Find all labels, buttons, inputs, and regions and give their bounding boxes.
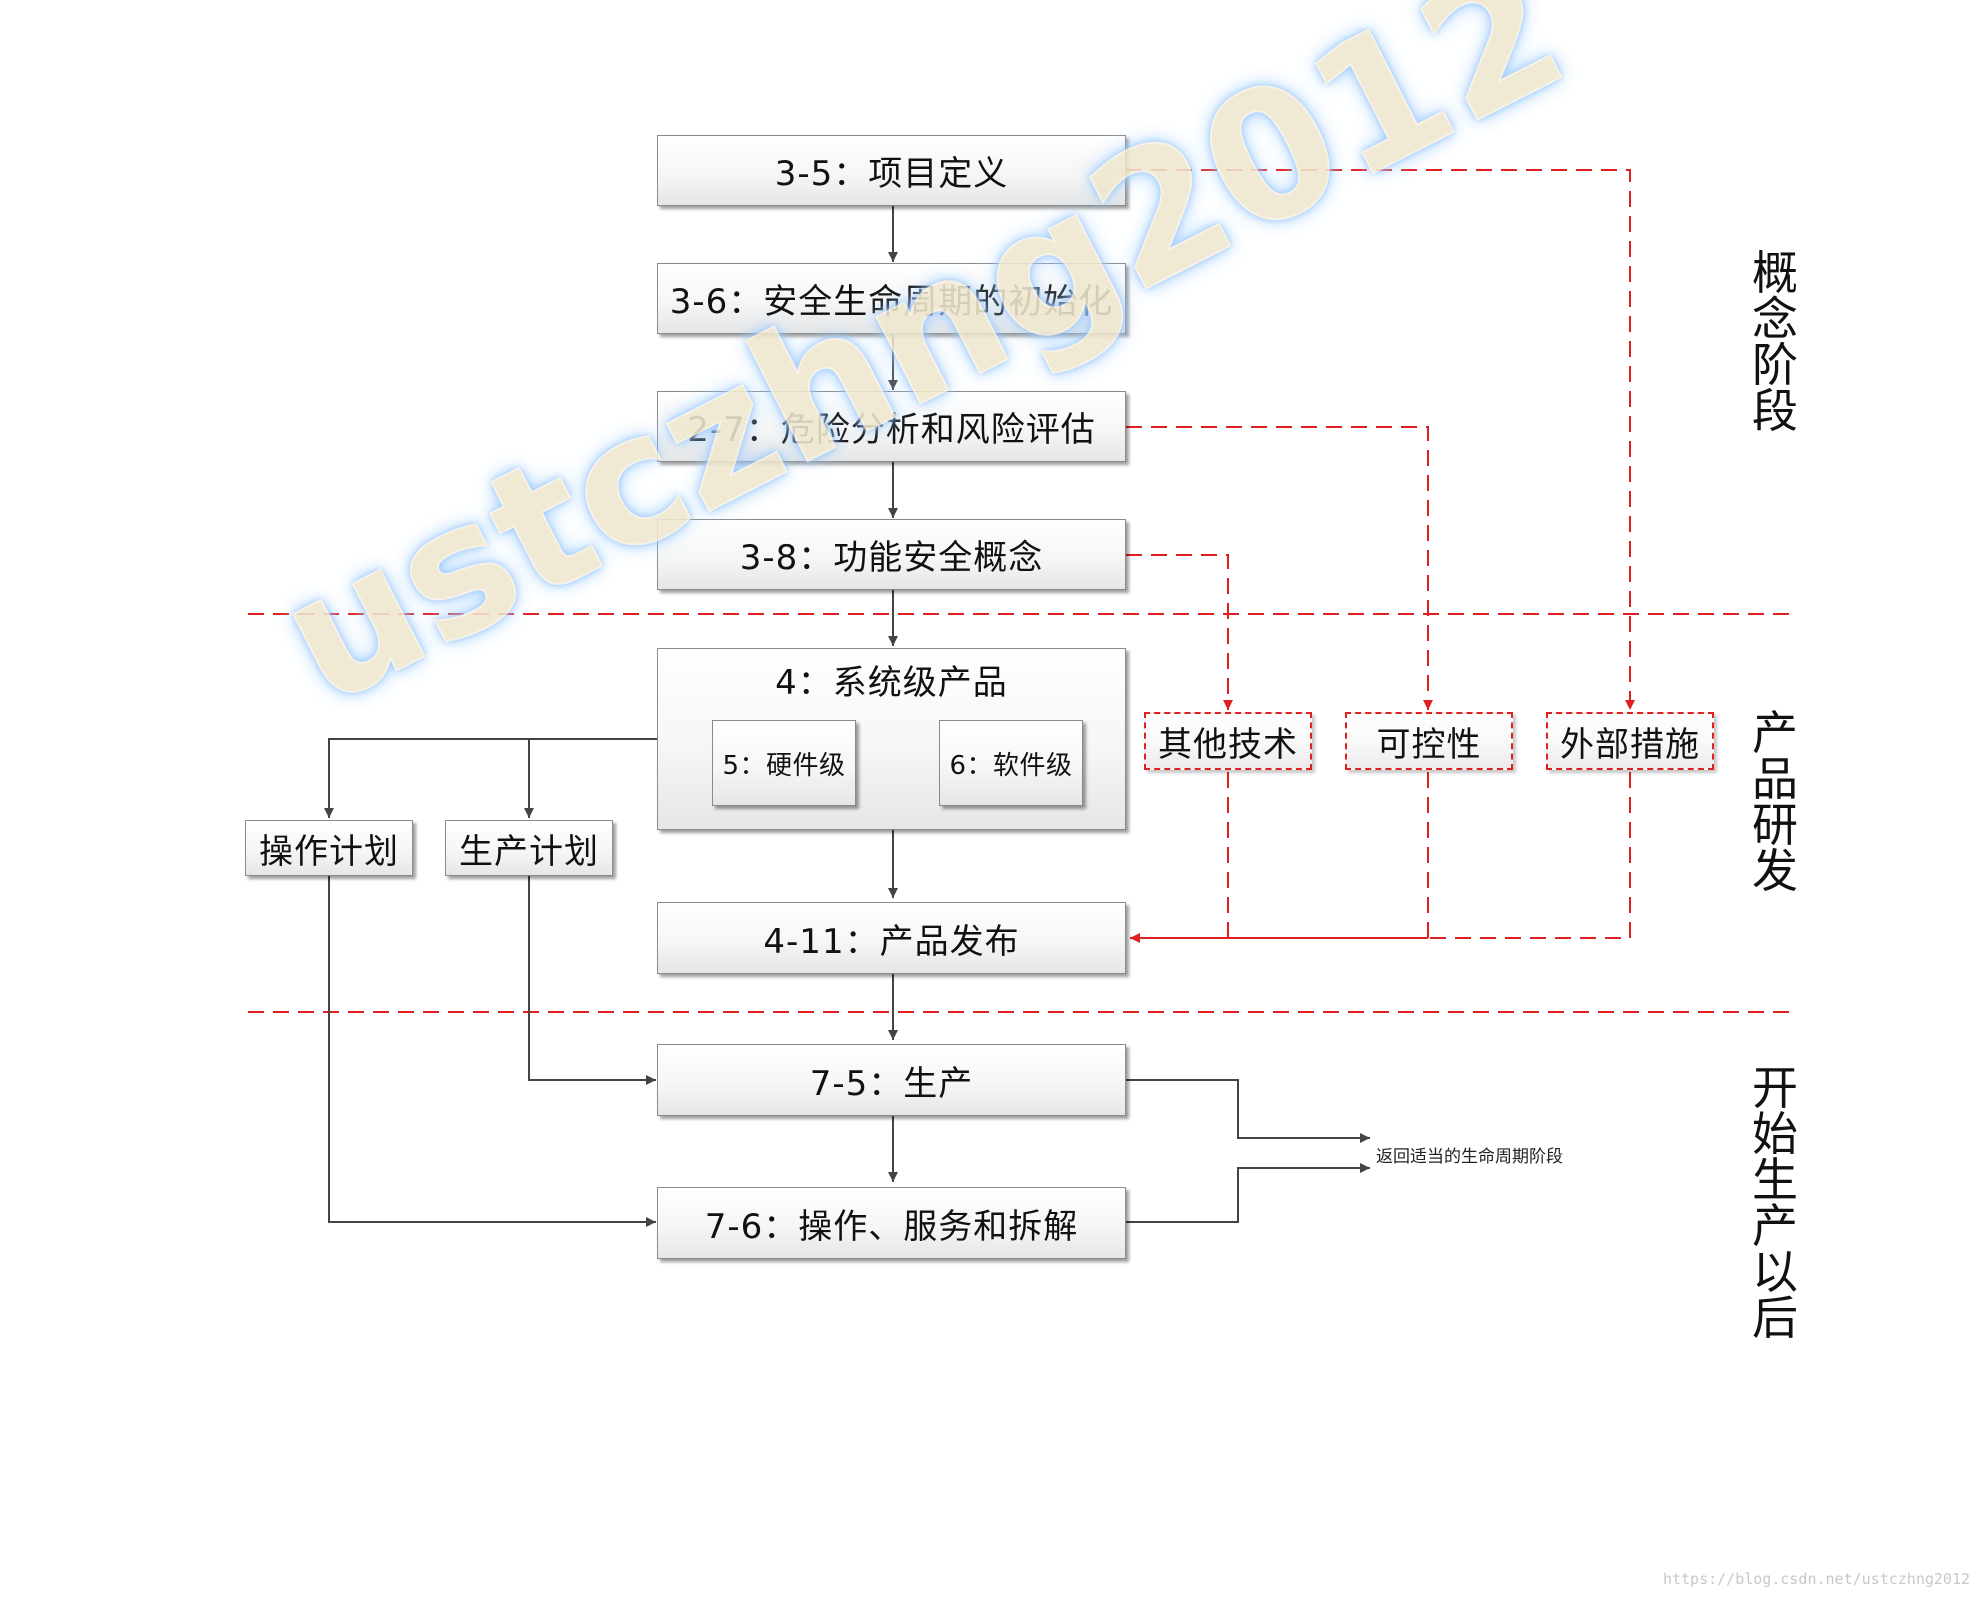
box-safety-lifecycle-init: 3-6：安全生命周期的初始化	[657, 263, 1126, 334]
box-operation-service: 7-6：操作、服务和拆解	[657, 1187, 1126, 1259]
box-external-measures: 外部措施	[1546, 712, 1714, 770]
phase-label-concept: 概念阶段	[1752, 246, 1798, 438]
link-concept-to-other-tech	[1126, 554, 1233, 710]
link-hazard-to-controllability	[1126, 426, 1433, 710]
system-level-product-label: 4：系统级产品	[775, 663, 1008, 703]
box-operation-plan: 操作计划	[245, 820, 413, 876]
box-controllability: 可控性	[1345, 712, 1513, 770]
phase-label-after-sop: 开始生产以后	[1752, 1061, 1798, 1345]
return-to-lifecycle-note: 返回适当的生命周期阶段	[1376, 1147, 1563, 1167]
box-software-level: 6：软件级	[939, 720, 1083, 806]
box-production: 7-5：生产	[657, 1044, 1126, 1116]
link-external-measures-to-release	[1428, 772, 1631, 939]
box-item-definition: 3-5：项目定义	[657, 135, 1126, 206]
box-functional-safety-concept: 3-8：功能安全概念	[657, 519, 1126, 590]
box-product-release: 4-11：产品发布	[657, 902, 1126, 974]
box-other-technologies: 其他技术	[1144, 712, 1312, 770]
footer-url: https://blog.csdn.net/ustczhng2012	[1662, 1570, 1970, 1588]
box-production-plan: 生产计划	[445, 820, 613, 876]
arrow-production-return	[1126, 1079, 1370, 1143]
arrow-operation-plan-to-operation	[328, 876, 656, 1227]
box-hazard-analysis: 2-7：危险分析和风险评估	[657, 391, 1126, 462]
arrow-production-plan-to-production	[528, 876, 656, 1085]
phase-label-product-development: 产品研发	[1752, 706, 1798, 898]
box-hardware-level: 5：硬件级	[712, 720, 856, 806]
arrow-operation-return	[1126, 1163, 1370, 1223]
link-item-to-external-measures	[1126, 169, 1635, 710]
arrow-system-to-operation-plan	[324, 738, 657, 818]
